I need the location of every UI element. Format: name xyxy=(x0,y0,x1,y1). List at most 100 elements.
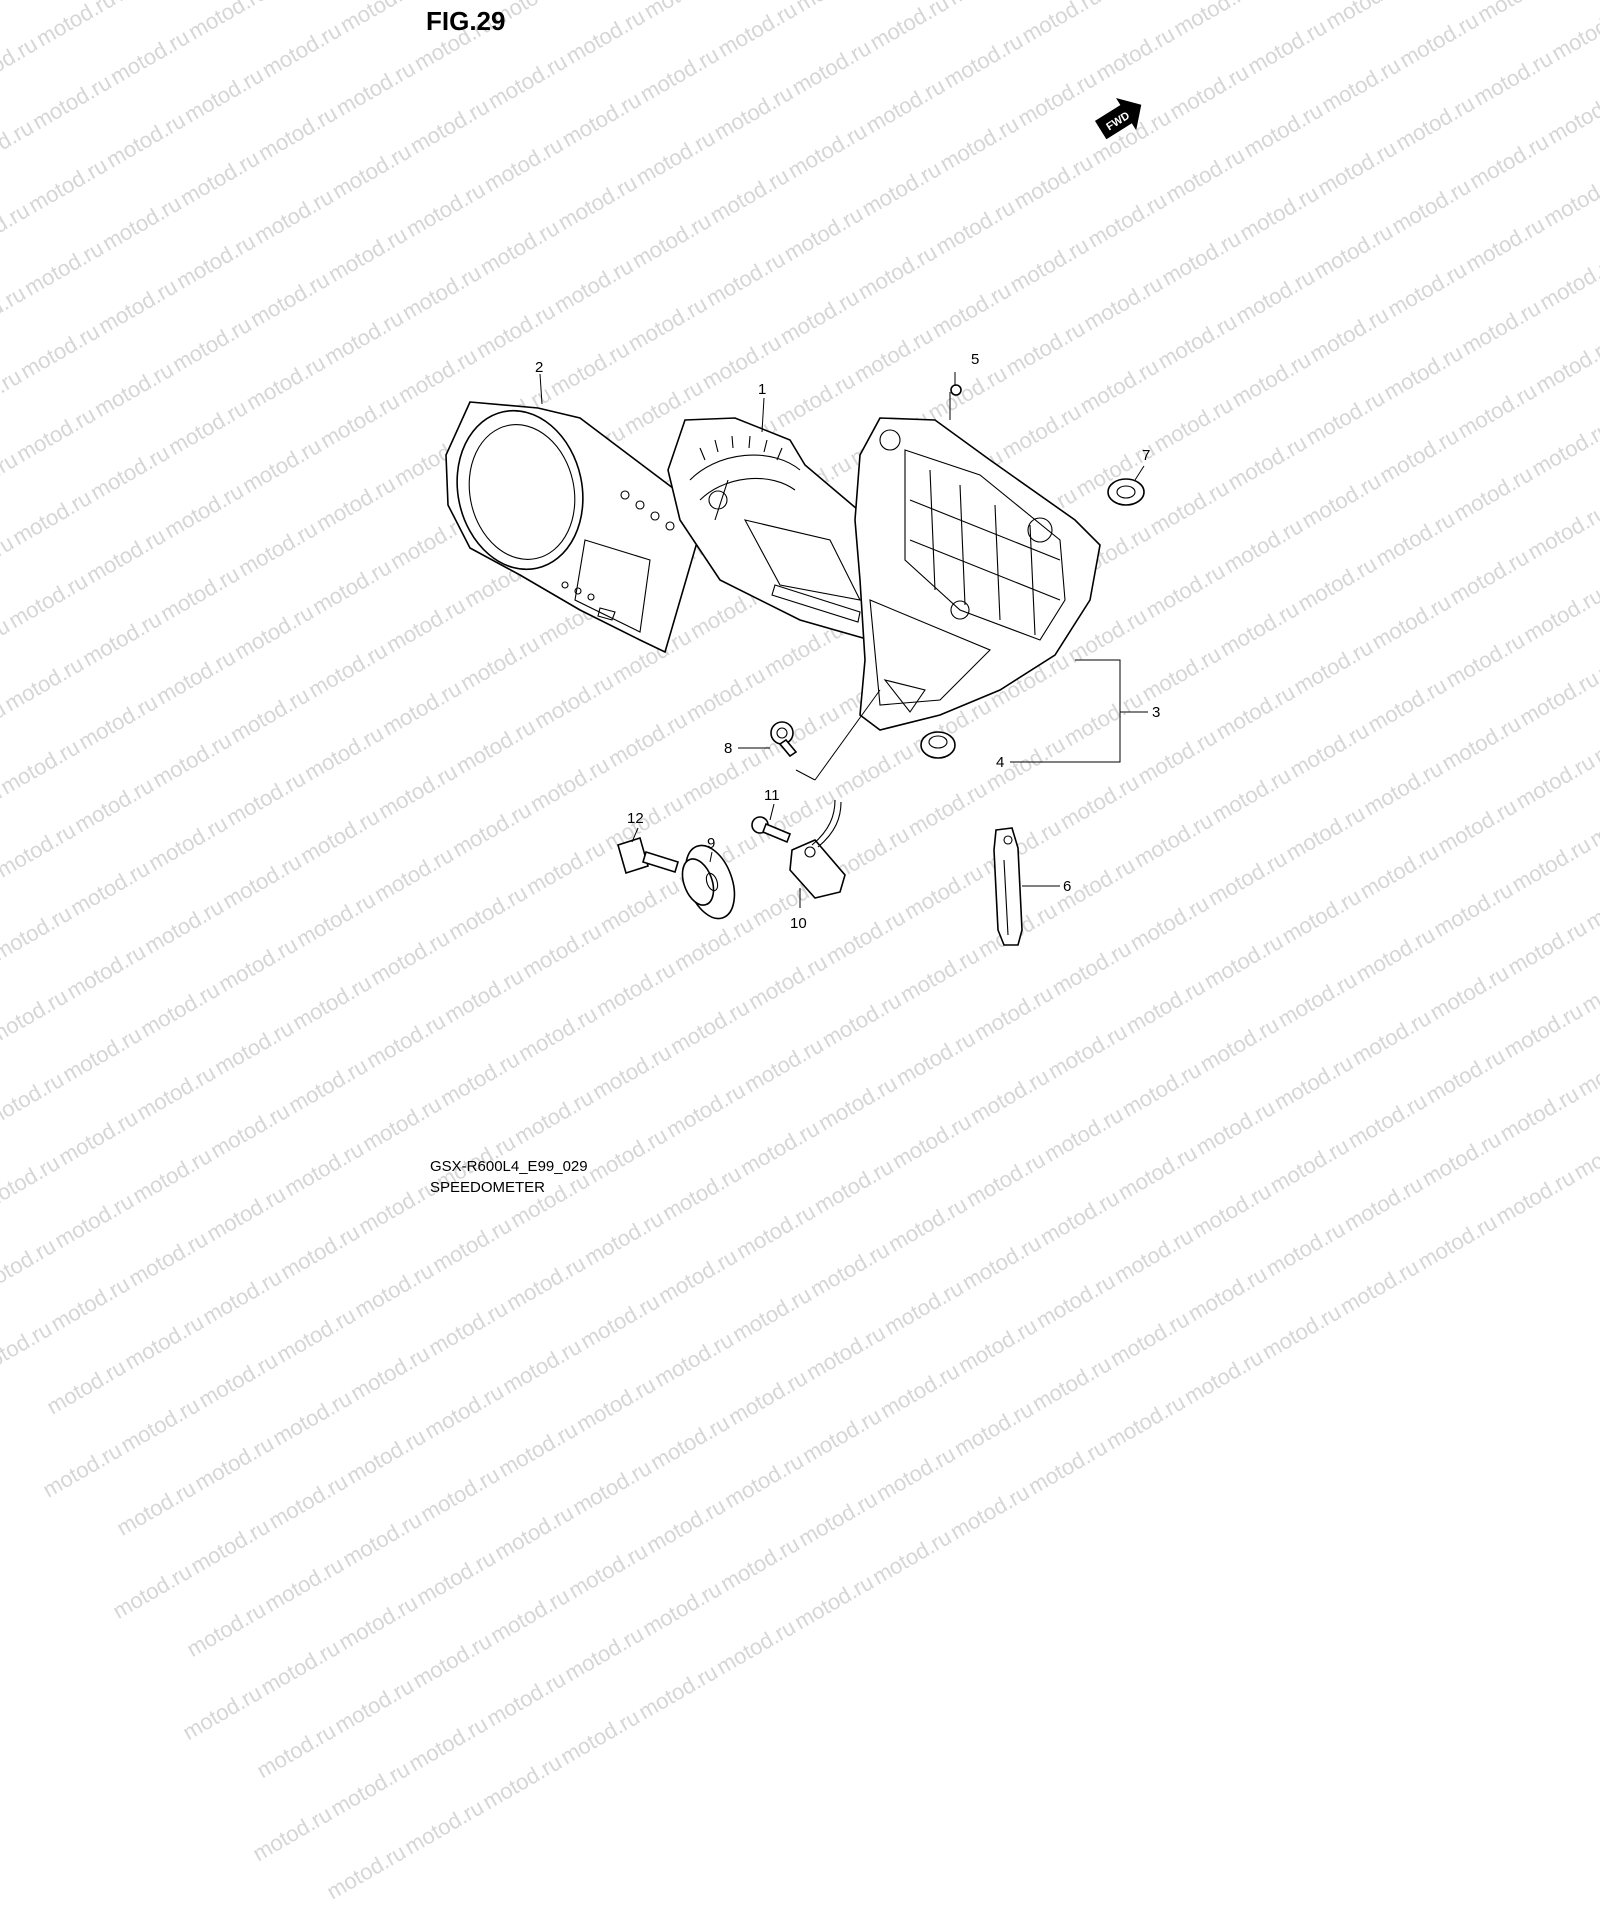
watermark-text: motod.ru xyxy=(393,1690,506,1796)
watermark-text: motod.ru xyxy=(237,1780,350,1886)
watermark-text: motod.ru xyxy=(265,1199,378,1305)
callout-8: 8 xyxy=(724,740,732,757)
speed-sensor-part-10 xyxy=(790,800,845,898)
watermark-text: motod.ru xyxy=(865,1337,978,1443)
bolt-part-8 xyxy=(771,722,796,756)
watermark-text: motod.ru xyxy=(105,1372,218,1478)
parts-diagram: FWD xyxy=(0,0,1600,1200)
callout-4: 4 xyxy=(996,754,1004,771)
watermark-text: motod.ru xyxy=(401,1524,514,1630)
watermark-text: motod.ru xyxy=(1013,1414,1126,1520)
watermark-text: motod.ru xyxy=(1017,1330,1130,1436)
callout-12: 12 xyxy=(627,810,644,827)
watermark-text: motod.ru xyxy=(791,1299,904,1405)
watermark-text: motod.ru xyxy=(417,1192,530,1298)
watermark-text: motod.ru xyxy=(569,1185,682,1291)
watermark-text: motod.ru xyxy=(487,1313,600,1419)
watermark-text: motod.ru xyxy=(171,1576,284,1682)
watermark-text: motod.ru xyxy=(1251,1195,1364,1301)
watermark-text: motod.ru xyxy=(1091,1369,1204,1475)
watermark-text: motod.ru xyxy=(557,1434,670,1540)
watermark-text: motod.ru xyxy=(413,1275,526,1381)
watermark-text: motod.ru xyxy=(253,1448,366,1554)
grommet-part-7 xyxy=(1108,479,1144,505)
watermark-text: motod.ru xyxy=(1325,1234,1438,1340)
figure-name: SPEEDOMETER xyxy=(430,1179,545,1196)
watermark-text: motod.ru xyxy=(795,1216,908,1322)
watermark-text: motod.ru xyxy=(1021,1247,1134,1353)
cushion-part-4 xyxy=(921,732,955,758)
watermark-text: motod.ru xyxy=(1099,1202,1212,1308)
watermark-text: motod.ru xyxy=(623,1639,736,1745)
watermark-text: motod.ru xyxy=(101,1455,214,1561)
watermark-text: motod.ru xyxy=(241,1697,354,1803)
watermark-text: motod.ru xyxy=(323,1569,436,1675)
watermark-text: motod.ru xyxy=(249,1531,362,1637)
watermark-text: motod.ru xyxy=(705,1510,818,1616)
watermark-text: motod.ru xyxy=(565,1268,678,1374)
watermark-text: motod.ru xyxy=(947,1209,1060,1315)
watermark-text: motod.ru xyxy=(339,1237,452,1343)
watermark-text: motod.ru xyxy=(631,1472,744,1578)
watermark-text: motod.ru xyxy=(319,1652,432,1758)
watermark-text: motod.ru xyxy=(327,1486,440,1592)
screw-part-5 xyxy=(951,385,961,395)
watermark-text: motod.ru xyxy=(787,1382,900,1488)
callout-5: 5 xyxy=(971,351,979,368)
watermark-text: motod.ru xyxy=(635,1389,748,1495)
watermark-text: motod.ru xyxy=(857,1504,970,1610)
watermark-text: motod.ru xyxy=(717,1261,830,1367)
callout-6: 6 xyxy=(1063,878,1071,895)
watermark-text: motod.ru xyxy=(0,1296,70,1402)
watermark-text: motod.ru xyxy=(549,1600,662,1706)
figure-code: GSX-R600L4_E99_029 xyxy=(430,1158,588,1175)
watermark-text: motod.ru xyxy=(475,1562,588,1668)
watermark-text: motod.ru xyxy=(35,1251,148,1357)
watermark-text: motod.ru xyxy=(783,1465,896,1571)
watermark-text: motod.ru xyxy=(183,1327,296,1433)
watermark-text: motod.ru xyxy=(331,1403,444,1509)
watermark-text: motod.ru xyxy=(0,1212,74,1318)
watermark-text: motod.ru xyxy=(643,1223,756,1329)
watermark-text: motod.ru xyxy=(935,1459,1048,1565)
watermark-text: motod.ru xyxy=(97,1538,210,1644)
watermark-text: motod.ru xyxy=(561,1351,674,1457)
meter-cover-part-2 xyxy=(443,399,702,652)
callout-9: 9 xyxy=(707,835,715,852)
watermark-text: motod.ru xyxy=(479,1479,592,1585)
watermark-text: motod.ru xyxy=(1095,1285,1208,1391)
callout-7: 7 xyxy=(1142,447,1150,464)
watermark-text: motod.ru xyxy=(113,1206,226,1312)
watermark-text: motod.ru xyxy=(335,1320,448,1426)
callout-11: 11 xyxy=(764,787,780,804)
watermark-text: motod.ru xyxy=(245,1614,358,1720)
watermark-text: motod.ru xyxy=(175,1493,288,1599)
watermark-text: motod.ru xyxy=(639,1306,752,1412)
watermark-text: motod.ru xyxy=(1173,1240,1286,1346)
clamp-part-6 xyxy=(994,828,1022,945)
watermark-text: motod.ru xyxy=(471,1645,584,1751)
watermark-text: motod.ru xyxy=(261,1282,374,1388)
callout-3: 3 xyxy=(1152,704,1160,721)
watermark-text: motod.ru xyxy=(311,1819,424,1925)
watermark-text: motod.ru xyxy=(467,1729,580,1835)
watermark-text: motod.ru xyxy=(187,1244,300,1350)
watermark-text: motod.ru xyxy=(545,1684,658,1790)
watermark-text: motod.ru xyxy=(109,1289,222,1395)
watermark-text: motod.ru xyxy=(869,1254,982,1360)
watermark-text: motod.ru xyxy=(27,1417,140,1523)
watermark-text: motod.ru xyxy=(491,1230,604,1336)
watermark-text: motod.ru xyxy=(779,1549,892,1655)
watermark-text: motod.ru xyxy=(405,1441,518,1547)
fwd-arrow-icon: FWD xyxy=(1092,91,1149,144)
watermark-text: motod.ru xyxy=(31,1334,144,1440)
callout-1: 1 xyxy=(758,381,766,398)
watermark-text: motod.ru xyxy=(483,1396,596,1502)
watermark-text: motod.ru xyxy=(167,1659,280,1765)
watermark-text: motod.ru xyxy=(943,1292,1056,1398)
bolt-part-12 xyxy=(618,838,678,873)
watermark-text: motod.ru xyxy=(179,1410,292,1516)
watermark-text: motod.ru xyxy=(1403,1189,1516,1295)
callout-2: 2 xyxy=(535,359,543,376)
watermark-text: motod.ru xyxy=(627,1555,740,1661)
